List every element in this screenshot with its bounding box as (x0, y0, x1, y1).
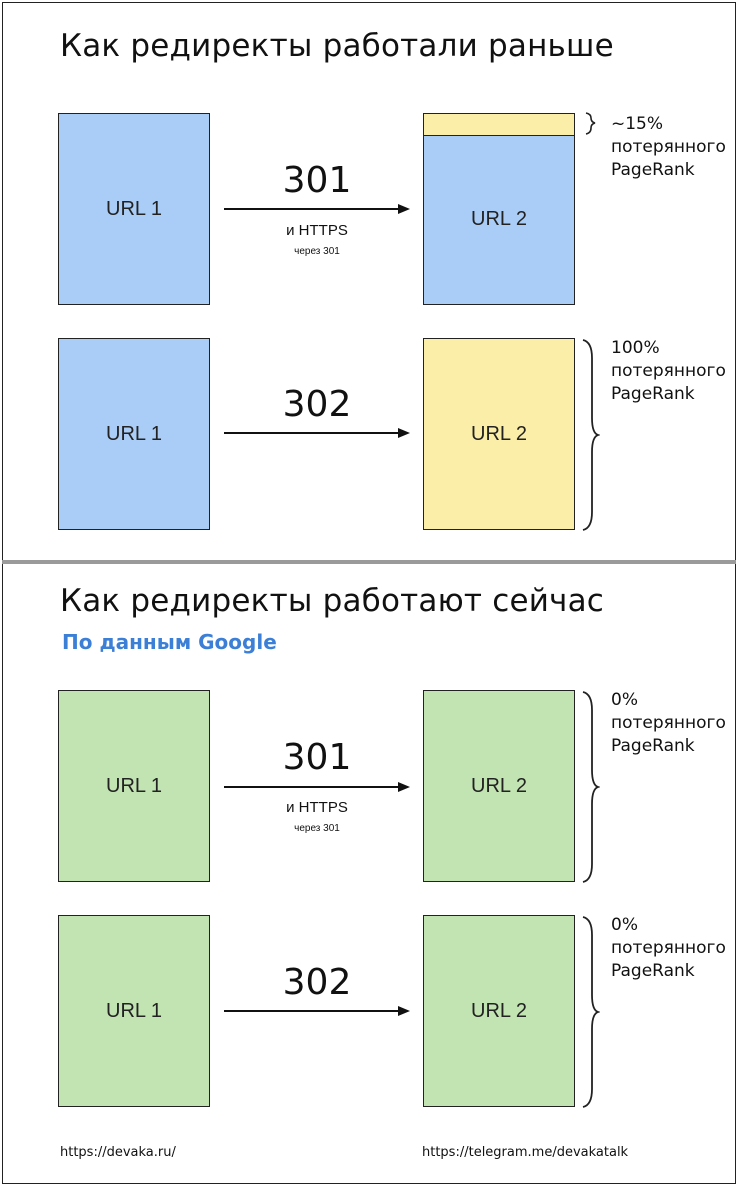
row1-source-label: URL 1 (106, 197, 162, 220)
row4-arrow-icon (224, 1006, 410, 1016)
row4-loss-percent: 0% (611, 915, 638, 935)
row1-loss-line1: потерянного (611, 137, 726, 157)
row3-source-box: URL 1 (58, 690, 210, 882)
row3-loss-line1: потерянного (611, 713, 726, 733)
section-before-title: Как редиректы работали раньше (60, 28, 614, 64)
row2-loss-line2: PageRank (611, 384, 695, 404)
row2-redirect-code: 302 (282, 384, 352, 425)
row1-loss-line2: PageRank (611, 160, 695, 180)
row1-loss-note: ~15% потерянного PageRank (611, 113, 726, 182)
row3-arrow-icon (224, 782, 410, 792)
row3-brace-icon (582, 691, 600, 883)
row3-target-box: URL 2 (423, 690, 575, 882)
section-now-subtitle: По данным Google (62, 630, 277, 654)
row3-loss-line2: PageRank (611, 736, 695, 756)
row4-target-box: URL 2 (423, 915, 575, 1107)
row3-target-label: URL 2 (471, 774, 527, 797)
row1-via-sub: через 301 (294, 246, 340, 257)
section-now-title: Как редиректы работают сейчас (60, 583, 605, 619)
row4-loss-note: 0% потерянного PageRank (611, 914, 726, 983)
row2-loss-percent: 100% (611, 338, 660, 358)
row1-target-box: URL 2 (423, 113, 575, 305)
row1-redirect-code: 301 (282, 160, 352, 201)
row2-loss-note: 100% потерянного PageRank (611, 337, 726, 406)
footer-telegram-link[interactable]: https://telegram.me/devakatalk (422, 1145, 629, 1160)
section-divider (2, 560, 736, 564)
row4-target-label: URL 2 (471, 999, 527, 1022)
row3-redirect-code: 301 (282, 737, 352, 778)
row3-loss-percent: 0% (611, 690, 638, 710)
section-before-frame (2, 2, 736, 560)
row4-source-label: URL 1 (106, 999, 162, 1022)
section-now-frame (2, 564, 736, 1184)
row1-target-label: URL 2 (471, 207, 527, 230)
row1-arrow-icon (224, 204, 410, 214)
row2-loss-line1: потерянного (611, 361, 726, 381)
row4-brace-icon (582, 916, 600, 1108)
row2-target-label: URL 2 (471, 422, 527, 445)
footer-site-link[interactable]: https://devaka.ru/ (60, 1145, 176, 1160)
row4-redirect-code: 302 (282, 962, 352, 1003)
row2-brace-icon (582, 339, 600, 531)
row4-loss-line2: PageRank (611, 961, 695, 981)
row1-lost-pagerank-strip (424, 114, 574, 136)
row1-source-box: URL 1 (58, 113, 210, 305)
row3-via-main: и HTTPS (286, 799, 348, 816)
row1-small-brace-icon (585, 112, 596, 135)
row2-source-label: URL 1 (106, 422, 162, 445)
row4-loss-line1: потерянного (611, 938, 726, 958)
row2-source-box: URL 1 (58, 338, 210, 530)
row3-via-sub: через 301 (294, 823, 340, 834)
row3-loss-note: 0% потерянного PageRank (611, 689, 726, 758)
row2-target-box: URL 2 (423, 338, 575, 530)
row4-source-box: URL 1 (58, 915, 210, 1107)
row1-loss-percent: ~15% (611, 114, 664, 134)
row1-via-main: и HTTPS (286, 222, 348, 239)
row2-arrow-icon (224, 428, 410, 438)
row3-source-label: URL 1 (106, 774, 162, 797)
